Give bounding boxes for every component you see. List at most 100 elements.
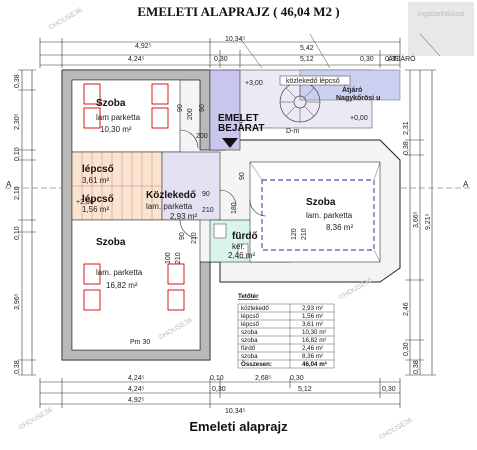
section-label-right: A xyxy=(463,180,469,189)
dim-right-5: 2,46 xyxy=(403,302,410,316)
table-row-4-value: 16,82 m² xyxy=(302,337,326,344)
table-total-value: 46,04 m² xyxy=(302,361,327,368)
dim-left-1: 0,38 xyxy=(14,74,21,88)
dim-bottom-7: 5,12 xyxy=(298,386,312,393)
stair-treads xyxy=(72,152,162,220)
table-heading: Tetőtér xyxy=(238,293,259,300)
room-floor-kozlekedo: lam. parketta xyxy=(146,202,193,211)
entrance-arrow-icon xyxy=(222,138,238,148)
passage-label-2: Nagykőrösi u xyxy=(336,95,380,102)
dim-top-8: 5,42 xyxy=(300,45,314,52)
dim-right-2: 0,38 xyxy=(403,141,410,155)
dim-left-5: 0,10 xyxy=(14,226,21,240)
roof-height-line xyxy=(261,179,375,251)
table-row-1-name: lépcső xyxy=(241,313,259,320)
room-szoba-top xyxy=(71,79,181,153)
room-szoba-right xyxy=(249,161,381,263)
room-name-szoba-bottom: Szoba xyxy=(96,237,126,248)
dim-bottom-3: 2,68⁵ xyxy=(255,375,272,382)
window-markers xyxy=(83,83,185,311)
dim-top-6: 0,30 xyxy=(360,56,374,63)
inner-dim-8: 90 xyxy=(179,232,186,240)
inner-dim-2: 90 xyxy=(199,104,206,112)
page-title: EMELETI ALAPRAJZ ( 46,04 M2 ) xyxy=(137,4,340,19)
watermark-1: ©HOUSE36 xyxy=(47,6,84,32)
inner-dim-9: 210 xyxy=(191,232,198,244)
table-row-5-name: fürdő xyxy=(241,345,256,352)
dim-bottom-8: 0,30 xyxy=(382,386,396,393)
dim-left-4: 2,10 xyxy=(14,186,21,200)
passage-top-label: ÁTJÁRÓ xyxy=(388,54,416,63)
toilet-icon xyxy=(237,243,249,259)
entrance-line2: BEJÁRAT xyxy=(218,121,264,134)
entrance-line1: EMELET xyxy=(218,113,259,124)
table-row-2-value: 3,61 m² xyxy=(302,321,323,328)
dim-left-7: 0,38 xyxy=(14,360,21,374)
roof-lines xyxy=(239,33,441,69)
table-row-3-name: szoba xyxy=(241,329,258,336)
dim-bottom-1: 4,24⁵ xyxy=(128,375,145,382)
inner-dim-6: 210 xyxy=(202,207,214,214)
room-name-szoba-right: Szoba xyxy=(306,197,336,208)
corridor-label-box xyxy=(279,75,351,86)
dim-bottom-6: 0,30 xyxy=(212,386,226,393)
left-dimension-lines xyxy=(18,69,36,376)
room-name-kozlekedo: Közlekedő xyxy=(146,190,196,201)
inner-dim-5: 90 xyxy=(202,191,210,198)
room-name-furdo: fürdő xyxy=(232,231,258,242)
dim-left-3: 0,10 xyxy=(14,147,21,161)
table-row-3-value: 10,30 m² xyxy=(302,329,326,336)
bottom-dimension-lines xyxy=(39,378,401,408)
corridor-label: közlekedő lépcső xyxy=(286,78,340,85)
area-table: Tetőtér közlekedő 2,93 m² lépcső 1,56 m²… xyxy=(237,293,335,369)
room-area-szoba-top: 10,30 m² xyxy=(100,125,132,134)
inner-dim-14: 90 xyxy=(239,172,246,180)
inner-dim-12: 120 xyxy=(291,228,298,240)
level-mark: +2,66 xyxy=(76,199,94,206)
dim-bottom-5: 4,24⁵ xyxy=(128,386,145,393)
dim-bottom-2: 0,10 xyxy=(210,375,224,382)
inner-dim-7: 180 xyxy=(231,202,238,214)
room-kozlekedo xyxy=(161,151,221,221)
dim-top-5: 5,12 xyxy=(300,56,314,63)
stamp-text: Ingatlanhálózat xyxy=(417,11,465,18)
level-a: +3,00 xyxy=(245,80,263,87)
table-row-6-value: 8,36 m² xyxy=(302,353,323,360)
inner-dim-11: 210 xyxy=(175,252,182,264)
top-dimension-lines xyxy=(39,38,401,68)
dim-left-2: 2,30⁵ xyxy=(14,113,21,130)
table-row-0-name: közlekedő xyxy=(241,305,269,312)
dim-right-6: 0,30 xyxy=(403,342,410,356)
table-row-0-value: 2,93 m² xyxy=(302,305,323,312)
dim-top-4: 0,30 xyxy=(214,56,228,63)
room-name-lepcso-1: lépcső xyxy=(82,164,114,175)
inner-dim-1: 90 xyxy=(177,104,184,112)
inner-dim-10: 100 xyxy=(165,252,172,264)
section-label-left: A xyxy=(6,180,12,189)
table-row-2-name: lépcső xyxy=(241,321,259,328)
dim-right-3: 3,66⁵ xyxy=(413,211,420,228)
table-row-5-value: 2,46 m² xyxy=(302,345,323,352)
sink-icon xyxy=(213,223,227,239)
dim-right-1: 2,31 xyxy=(403,121,410,135)
dim-top-3: 4,24⁵ xyxy=(128,56,145,63)
dim-left-6: 3,96⁵ xyxy=(14,293,21,310)
dim-right-4: 9,21⁵ xyxy=(425,213,432,230)
dim-bottom-4: 0,30 xyxy=(290,375,304,382)
table-row-4-name: szoba xyxy=(241,337,258,344)
table-total-label: Összesen: xyxy=(241,361,272,368)
room-szoba-bottom xyxy=(71,219,201,351)
dim-top-7: 0,38 xyxy=(385,56,399,63)
entrance-passage xyxy=(209,69,241,151)
table-row-6-name: szoba xyxy=(241,353,258,360)
passage-label-1: Átjáró xyxy=(342,85,362,94)
dim-top-1: 4,92⁵ xyxy=(135,43,152,50)
right-dimension-lines xyxy=(405,69,436,376)
table-row-1-value: 1,56 m² xyxy=(302,313,323,320)
dim-bottom-10: 10,34⁵ xyxy=(225,408,246,415)
dim-bottom-9: 4,92⁵ xyxy=(128,397,145,404)
chimney-label: Pm 30 xyxy=(130,339,150,346)
footer-title: Emeleti alaprajz xyxy=(189,419,288,434)
dim-top-2: 10,34⁵ xyxy=(225,36,246,43)
